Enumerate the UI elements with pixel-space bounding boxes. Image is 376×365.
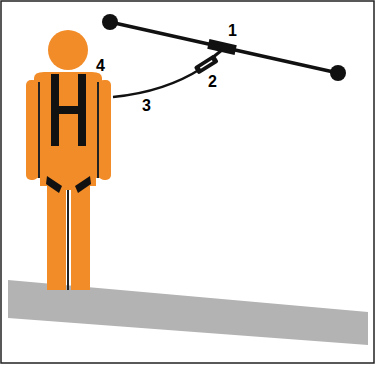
lifeline-end <box>330 65 346 81</box>
callout-number: 1 <box>228 23 237 39</box>
callout-number: 2 <box>208 74 217 90</box>
lanyard <box>113 68 202 97</box>
lifeline-end <box>102 14 118 30</box>
body-outline <box>39 82 98 290</box>
lifeline <box>110 22 338 73</box>
anchor-connector <box>207 39 237 55</box>
harness <box>46 74 91 193</box>
shock-absorber <box>194 54 219 74</box>
callout-number: 4 <box>96 58 105 74</box>
callout-number: 3 <box>142 98 151 114</box>
worker-figure <box>26 30 111 290</box>
